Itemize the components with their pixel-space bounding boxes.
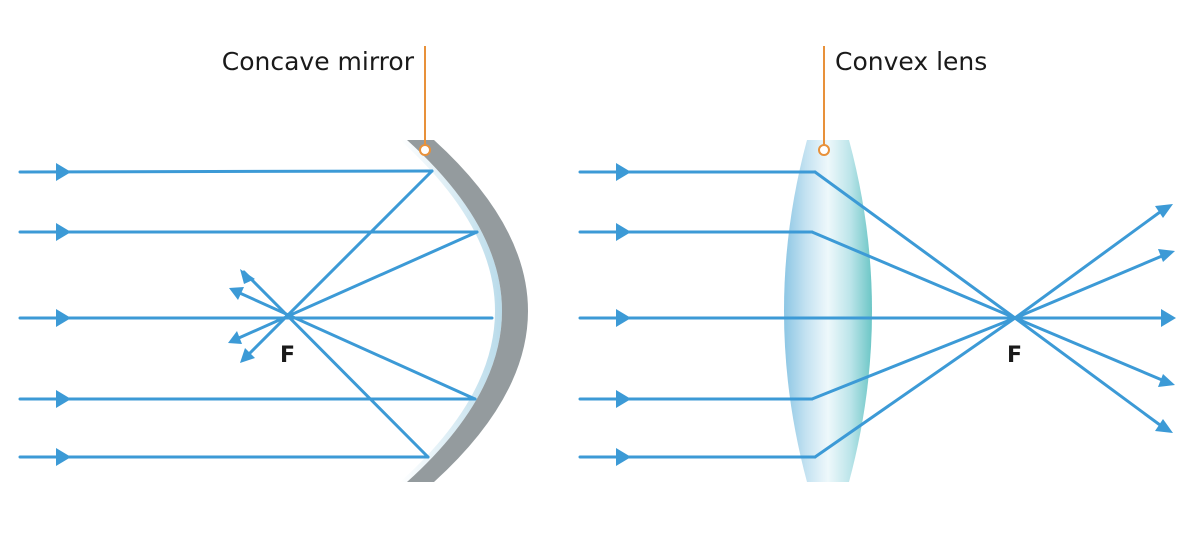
lens-focal-label: F [1007, 343, 1022, 368]
arrow-icon [56, 448, 71, 466]
incoming-ray [18, 169, 434, 174]
concave-mirror-front [400, 140, 502, 482]
refracted-ray [810, 316, 1017, 401]
arrow-icon [616, 223, 631, 241]
arrow-icon [1155, 204, 1173, 218]
arrow-icon [1155, 419, 1173, 433]
mirror-incoming-arrows [56, 163, 71, 466]
arrow-icon [228, 331, 242, 344]
reflected-ray [230, 230, 479, 343]
mirror-reflected-arrows [228, 269, 255, 363]
reflected-ray [241, 169, 434, 362]
arrow-icon [1158, 249, 1175, 262]
arrow-icon [56, 163, 71, 181]
refracted-ray [810, 230, 1017, 320]
lens-panel: Convex lens F [578, 46, 1176, 482]
arrow-icon [1161, 309, 1176, 327]
outgoing-ray [1013, 316, 1164, 382]
arrow-icon [1158, 374, 1175, 387]
arrow-icon [240, 269, 255, 284]
concave-mirror-back [407, 140, 528, 482]
lens-incoming-arrows [616, 163, 631, 466]
arrow-icon [616, 163, 631, 181]
arrow-icon [240, 348, 255, 363]
reflected-ray [242, 270, 430, 459]
arrow-icon [229, 287, 244, 300]
outgoing-ray [1013, 316, 1162, 427]
arrow-icon [616, 448, 631, 466]
lens-callout-label: Convex lens [835, 47, 987, 76]
lens-callout-dot [818, 144, 830, 156]
arrow-icon [616, 309, 631, 327]
refracted-ray [813, 170, 1017, 320]
arrow-icon [616, 390, 631, 408]
mirror-panel: Concave mirror F [18, 46, 528, 482]
mirror-focal-label: F [280, 343, 295, 368]
reflected-ray [231, 288, 477, 401]
convex-lens [784, 140, 872, 482]
arrow-icon [56, 390, 71, 408]
mirror-callout-dot [419, 144, 431, 156]
lens-outgoing-arrows [1155, 204, 1176, 433]
refracted-ray [813, 316, 1017, 459]
outgoing-ray [1013, 210, 1162, 320]
outgoing-ray [1013, 254, 1164, 320]
mirror-callout-label: Concave mirror [222, 47, 415, 76]
mirror-reflected-rays [230, 169, 479, 459]
mirror-incoming-rays [18, 169, 494, 459]
arrow-icon [56, 223, 71, 241]
arrow-icon [56, 309, 71, 327]
lens-refracted-rays [810, 170, 1164, 459]
